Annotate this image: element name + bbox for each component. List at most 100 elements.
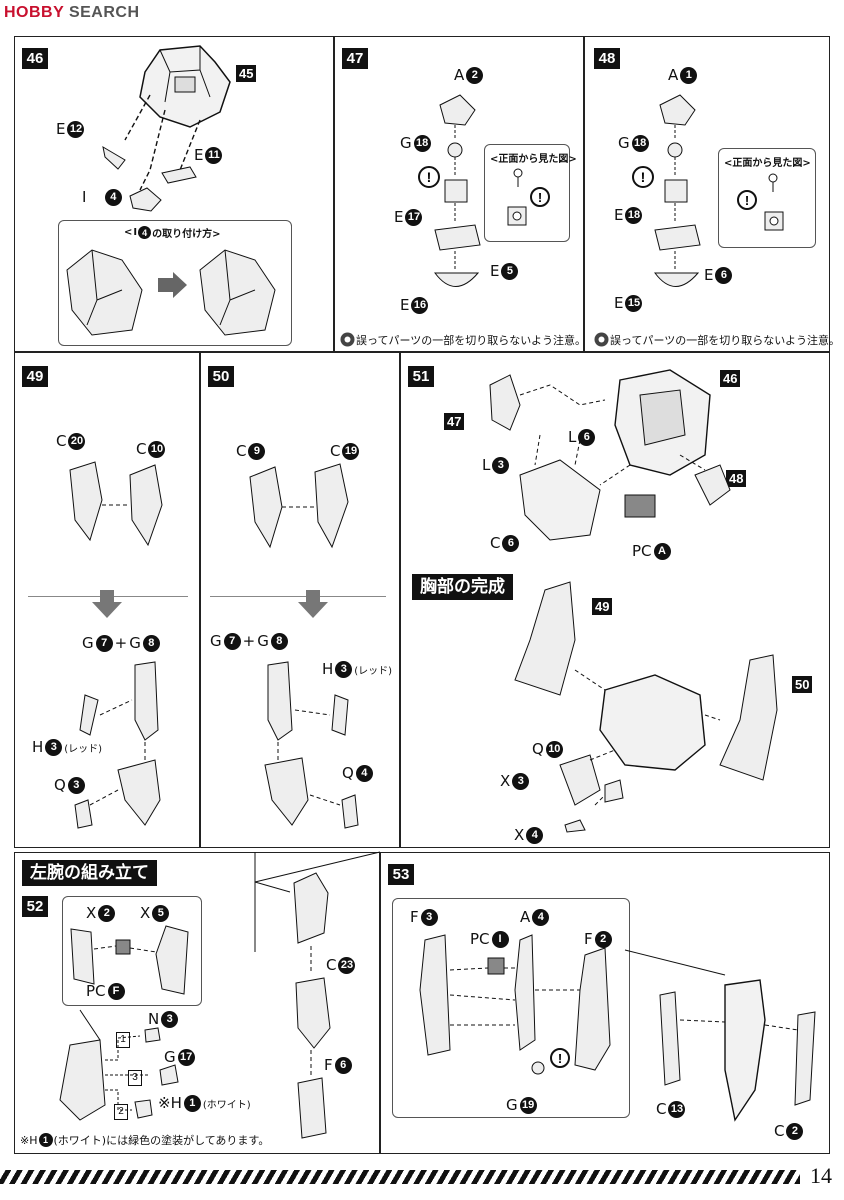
front-view-title-48: <正面から見た図> [724,158,811,169]
joint-assembly-48-drawing [654,94,701,287]
label-i4: I 4 [82,188,122,206]
lower-arm-final-drawing [624,949,816,1122]
order-box-1: 1 [116,1032,130,1048]
chest-assembly-drawing [489,369,731,541]
left-arm-heading: 左腕の組み立て [22,860,157,886]
head-assembly-drawing [139,45,231,128]
caution-note-48: 誤ってパーツの一部を切り取らないよう注意。 [610,334,841,347]
warning-icon: ! [418,166,440,188]
panel-step-51 [400,352,830,848]
site-logo[interactable]: HOBBY SEARCH [4,4,140,22]
front-view-box-48 [718,148,816,248]
panel-step-52 [14,852,380,1154]
panel-52-divider [254,851,381,952]
panel-step-47 [334,36,584,352]
step-53-badge: 53 [388,864,414,885]
step-50-badge: 50 [208,366,234,387]
ref-46: 46 [720,370,741,387]
panel-step-49 [14,352,200,848]
step-46-badge: 46 [22,48,48,69]
caution-note-47: 誤ってパーツの一部を切り取らないよう注意。 [356,334,587,347]
warning-icon: ! [632,166,654,188]
cut-caution-icon [594,332,609,347]
ref-48: 48 [726,470,747,487]
shoulder-parts-49-drawing [69,461,163,547]
panel-step-50 [200,352,400,848]
step-52-badge: 52 [22,896,48,917]
inset-box-53 [392,898,630,1118]
step-51-badge: 51 [408,366,434,387]
divider-50 [210,596,386,597]
logo-hobby: HOBBY [4,4,64,21]
front-view-box-47 [484,144,570,242]
svg-text:!: ! [558,1051,562,1066]
forearm-parts-50-drawing [264,661,359,829]
joint-assembly-47-drawing [434,94,481,287]
footer-stripe [0,1170,800,1184]
panel-step-53 [380,852,830,1154]
inset-box-46 [58,220,292,346]
front-view-title-47: <正面から見た図> [490,154,577,165]
panel-step-46 [14,36,334,352]
assembly-arrows-46 [124,94,201,191]
completed-chest-drawing [514,581,778,833]
panel-step-48 [584,36,830,352]
order-box-2: 2 [114,1104,128,1120]
inset-box-52 [62,896,202,1006]
inset-after-drawing [199,249,276,336]
svg-text:!: ! [538,190,542,205]
chest-complete-heading: 胸部の完成 [412,574,513,600]
elbow-stack-drawing [293,872,331,1139]
logo-search: SEARCH [68,4,140,21]
inset-before-drawing [66,249,143,336]
svg-text:!: ! [745,193,749,208]
arm-detail-drawing [59,1009,179,1121]
shoulder-parts-50-drawing [249,463,349,549]
step-48-badge: 48 [594,48,620,69]
front-view-drawing-48: ! [737,173,784,231]
order-box-3: 3 [128,1070,142,1086]
step-47-badge: 47 [342,48,368,69]
down-arrow-icon [92,590,122,618]
